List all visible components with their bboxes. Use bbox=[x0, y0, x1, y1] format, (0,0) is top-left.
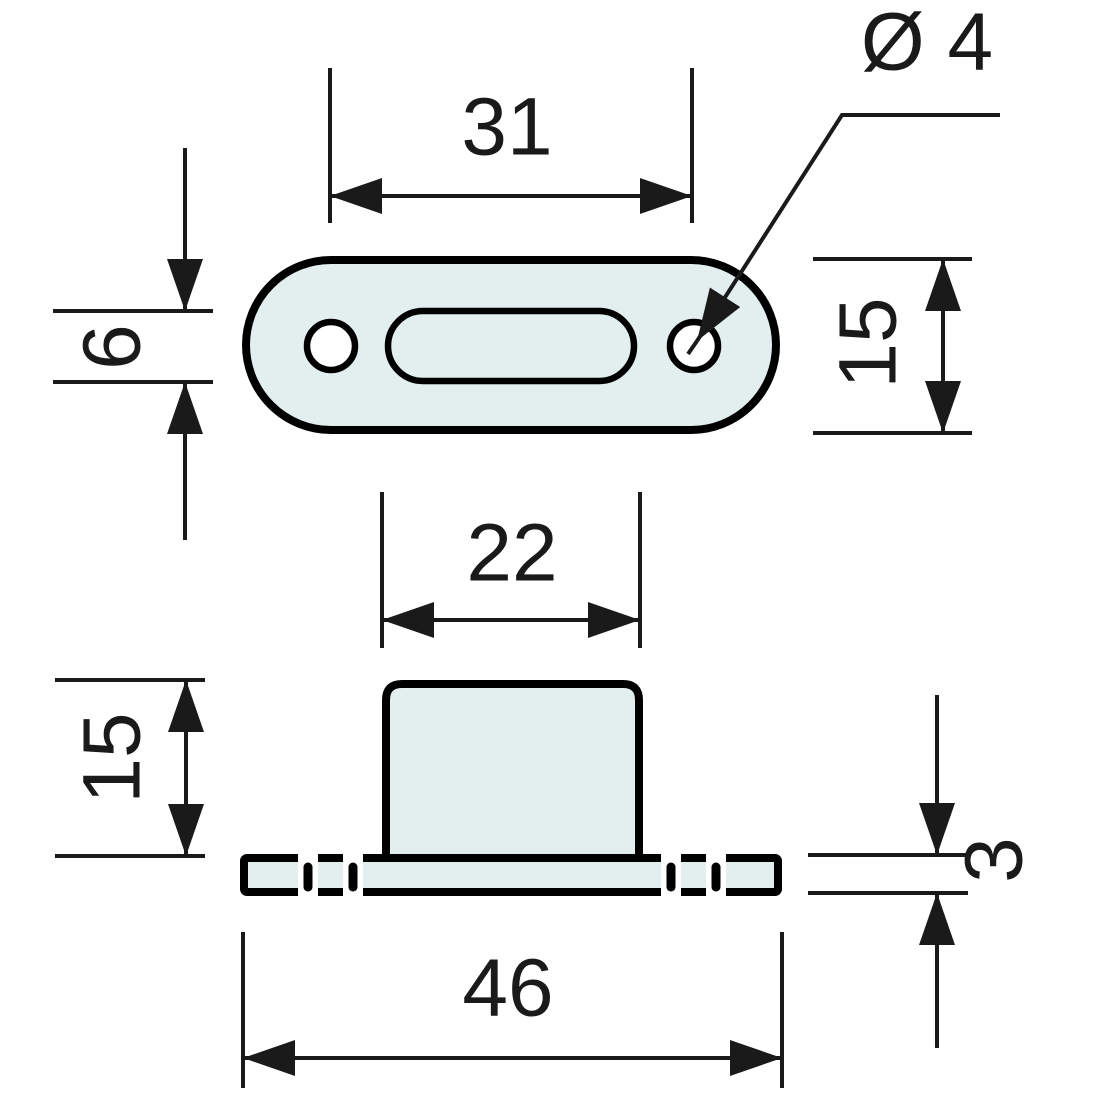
top-view-center-slot bbox=[384, 307, 638, 385]
dimension-body-width: 22 bbox=[380, 492, 642, 648]
dim-label-overall-length: 46 bbox=[462, 943, 553, 1034]
dimension-base-thickness: 3 bbox=[808, 695, 1040, 1048]
dim-label-slot-width: 6 bbox=[67, 324, 158, 370]
dim-label-plate-width: 15 bbox=[823, 297, 914, 388]
hidden-hole-lines-right bbox=[661, 850, 726, 898]
mounting-hole-left bbox=[303, 318, 359, 374]
dim-label-body-width: 22 bbox=[466, 508, 557, 599]
dim-label-hole-diameter: Ø 4 bbox=[861, 0, 993, 88]
dim-label-body-height: 15 bbox=[67, 712, 158, 803]
side-view-base-plate bbox=[240, 854, 782, 896]
dim-label-base-thickness: 3 bbox=[949, 837, 1040, 883]
leader-line-tip bbox=[686, 339, 699, 356]
dimension-slot-width: 6 bbox=[53, 148, 213, 540]
dimension-body-height: 15 bbox=[55, 678, 205, 858]
top-view bbox=[242, 256, 780, 434]
side-view bbox=[240, 680, 782, 898]
dimension-plate-width: 15 bbox=[813, 257, 972, 435]
side-view-body-block bbox=[382, 680, 643, 862]
leader-hole-diameter: Ø 4 bbox=[686, 0, 1000, 356]
dimension-hole-spacing: 31 bbox=[328, 68, 694, 223]
leader-line bbox=[695, 113, 1000, 343]
hidden-hole-lines-left bbox=[298, 850, 363, 898]
dim-label-hole-spacing: 31 bbox=[461, 82, 552, 173]
dimension-overall-length: 46 bbox=[241, 932, 784, 1088]
